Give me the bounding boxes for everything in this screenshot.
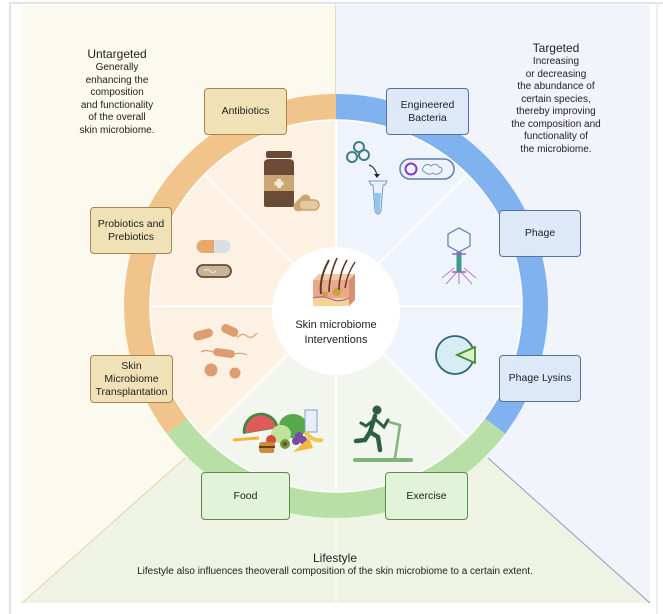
targeted-line: thereby improving [516, 106, 596, 117]
lifestyle-right-edge [487, 457, 651, 604]
lifestyle-description: Lifestyle Lifestyle also influences theo… [60, 551, 610, 578]
targeted-line: Increasing [532, 56, 580, 67]
targeted-line: certain species, [521, 93, 591, 105]
engineered-label-line2: Bacteria [408, 111, 447, 124]
ring-untargeted-arc [123, 94, 336, 434]
untargeted-line: skin microbiome. [79, 124, 155, 136]
center-title-line2: Interventions [304, 334, 368, 346]
panel-divider [335, 5, 336, 125]
engineered-bacteria-box[interactable]: Engineered Bacteria [386, 88, 469, 135]
phage-label: Phage [524, 227, 556, 239]
antibiotics-box[interactable]: Antibiotics [204, 88, 287, 135]
transplantation-label-line1: Skin Microbiome [104, 359, 159, 385]
plasmid-tube-icon [346, 141, 455, 215]
engineered-label-line1: Engineered [400, 98, 455, 111]
untargeted-heading: Untargeted [87, 47, 147, 61]
skin-cross-section-icon [312, 257, 356, 306]
lifestyle-left-edge [21, 457, 186, 604]
transplantation-label: Skin Microbiome Transplantation [95, 360, 168, 399]
untargeted-line: and functionality [80, 99, 154, 111]
center-title-line1: Skin microbiome [295, 319, 377, 331]
engineered-bacteria-label: Engineered Bacteria [401, 99, 455, 125]
center-disk [272, 247, 400, 375]
food-box[interactable]: Food [201, 472, 290, 520]
untargeted-line: of the overall [88, 112, 146, 123]
food-icon [232, 409, 324, 454]
transplantation-label-line2: Transplantation [95, 385, 168, 398]
phage-box[interactable]: Phage [499, 210, 581, 257]
bacteriophage-icon [441, 227, 477, 285]
targeted-line: the composition and [511, 118, 601, 130]
medicine-bottle-icon [264, 151, 320, 212]
phage-lysins-box[interactable]: Phage Lysins [499, 355, 581, 402]
phage-lysins-label: Phage Lysins [508, 372, 572, 384]
targeted-line: the microbiome. [520, 143, 592, 155]
probiotics-box[interactable]: Probiotics and Prebiotics [90, 207, 172, 254]
lysin-enzyme-icon [435, 335, 476, 375]
probiotics-label: Probiotics and Prebiotics [98, 218, 165, 244]
probiotics-label-line2: Prebiotics [107, 230, 155, 243]
untargeted-description: Untargeted Generally enhancing the compo… [62, 47, 172, 137]
frame-top-border [9, 2, 663, 4]
treadmill-runner-icon [353, 405, 413, 462]
targeted-description: Targeted Increasing or decreasing the ab… [497, 41, 615, 156]
ring-inner-edge [149, 119, 523, 493]
center-title: Skin microbiome Interventions [280, 318, 392, 348]
bacteria-icon [193, 324, 258, 379]
untargeted-line: composition [90, 87, 144, 98]
frame-right-border [656, 2, 658, 614]
targeted-line: the abundance of [517, 81, 595, 92]
frame-left-border [9, 2, 11, 614]
food-label: Food [233, 489, 258, 502]
transplantation-box[interactable]: Skin Microbiome Transplantation [90, 355, 173, 403]
targeted-line: or decreasing [525, 68, 587, 80]
untargeted-line: Generally [95, 62, 139, 73]
antibiotics-label: Antibiotics [221, 105, 270, 117]
targeted-line: functionality of [524, 131, 588, 142]
lifestyle-heading: Lifestyle [312, 551, 358, 565]
capsule-icon [196, 240, 232, 278]
untargeted-line: enhancing the [85, 74, 149, 86]
exercise-box[interactable]: Exercise [385, 472, 468, 520]
probiotics-label-line1: Probiotics and [97, 217, 165, 230]
targeted-heading: Targeted [532, 41, 580, 55]
exercise-label: Exercise [406, 489, 447, 502]
ring-targeted-arc [336, 94, 548, 434]
lifestyle-text: Lifestyle also influences theoverall com… [137, 566, 533, 577]
